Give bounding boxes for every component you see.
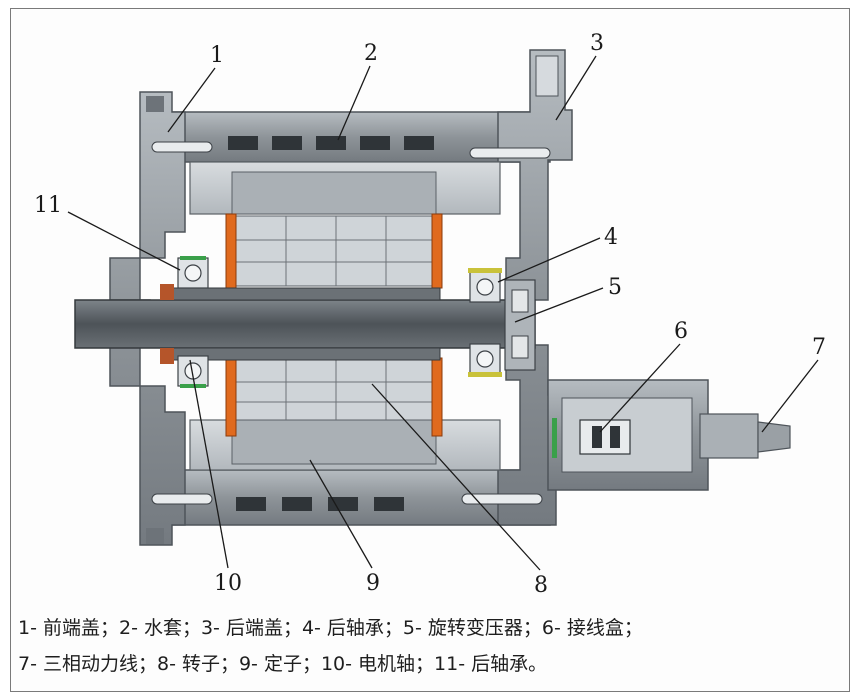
front-bearing <box>160 256 209 388</box>
rear-bearing <box>468 268 502 377</box>
caption-line-1: 1- 前端盖；2- 水套；3- 后端盖；4- 后轴承；5- 旋转变压器；6- 接… <box>18 617 643 639</box>
callout-4: 4 <box>604 225 618 250</box>
callout-6: 6 <box>674 319 688 344</box>
leader-lines <box>67 55 819 571</box>
callout-11: 11 <box>34 193 62 218</box>
water-jacket-channels <box>228 136 434 511</box>
callout-1: 1 <box>210 43 224 68</box>
callout-5: 5 <box>608 275 622 300</box>
stator <box>189 161 501 471</box>
motor-cross-section-diagram: 1 2 3 4 5 6 7 8 9 10 11 <box>34 31 826 598</box>
junction-box <box>547 379 709 491</box>
front-bolts <box>151 141 213 505</box>
callout-8: 8 <box>534 573 548 598</box>
caption-line-2: 7- 三相动力线；8- 转子；9- 定子；10- 电机轴；11- 后轴承。 <box>18 653 548 675</box>
three-phase-power-cable <box>699 413 791 459</box>
motor-shaft <box>74 287 536 361</box>
rotor <box>231 215 437 421</box>
callout-numbers: 1 2 3 4 5 6 7 8 9 10 11 <box>34 31 826 598</box>
callout-2: 2 <box>364 41 378 66</box>
resolver <box>504 279 536 371</box>
callout-9: 9 <box>366 571 380 596</box>
figure-caption: 1- 前端盖；2- 水套；3- 后端盖；4- 后轴承；5- 旋转变压器；6- 接… <box>18 610 848 682</box>
callout-10: 10 <box>214 571 242 596</box>
callout-7: 7 <box>812 335 826 360</box>
callout-3: 3 <box>590 31 604 56</box>
rear-bolts <box>461 147 551 505</box>
